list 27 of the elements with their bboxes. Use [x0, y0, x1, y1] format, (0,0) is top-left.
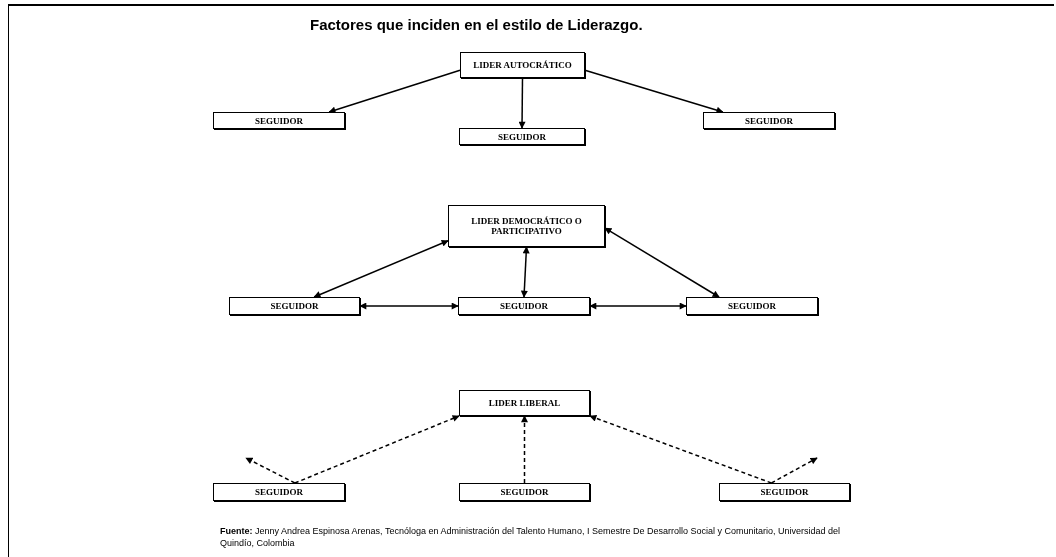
text-box: SEGUIDOR — [213, 483, 345, 501]
arrow — [313, 239, 449, 298]
text-box: SEGUIDOR — [459, 128, 585, 145]
arrow — [584, 69, 724, 114]
arrow — [245, 457, 296, 484]
arrow — [328, 69, 461, 114]
title: Factores que inciden en el estilo de Liderazgo. — [310, 15, 643, 35]
arrow — [770, 457, 818, 484]
arrow — [589, 414, 773, 484]
text-box: SEGUIDOR — [213, 112, 345, 129]
text-box: LIDER AUTOCRÁTICO — [460, 52, 585, 78]
arrow — [589, 302, 687, 310]
arrow — [520, 246, 530, 298]
text-box: LIDER DEMOCRÁTICO O PARTICIPATIVO — [448, 205, 605, 247]
arrow — [521, 415, 528, 484]
arrow — [604, 227, 720, 298]
text-box: LIDER LIBERAL — [459, 390, 590, 416]
text-box: SEGUIDOR — [459, 483, 590, 501]
arrow — [518, 77, 526, 129]
text-box: SEGUIDOR — [719, 483, 850, 501]
text-box: SEGUIDOR — [703, 112, 835, 129]
text-box: SEGUIDOR — [686, 297, 818, 315]
arrow — [294, 415, 460, 484]
text-box: SEGUIDOR — [229, 297, 360, 315]
caption: Fuente: Jenny Andrea Espinosa Arenas, Tecnóloga en Administración del Talento Humano, I Semestre De Desarrollo Social y Comunitario, Universidad del Quindío, Colombia — [220, 525, 841, 549]
text-box: SEGUIDOR — [458, 297, 590, 315]
arrow — [359, 302, 459, 310]
